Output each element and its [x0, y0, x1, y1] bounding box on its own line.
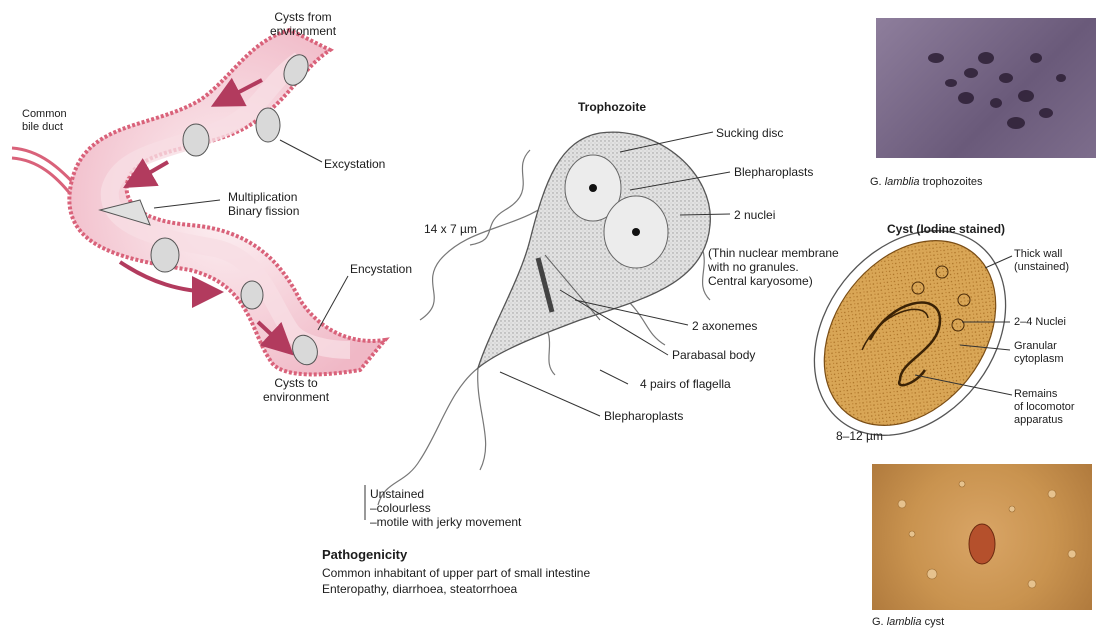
cyst-title: Cyst (Iodine stained): [887, 222, 1005, 236]
axonemes-label: 2 axonemes: [692, 319, 757, 333]
cyst-micrograph: [872, 464, 1092, 610]
sucking-disc-label: Sucking disc: [716, 126, 783, 140]
trophozoite-illustration: [365, 132, 730, 520]
parabasal-body-label: Parabasal body: [672, 348, 755, 362]
pathogenicity-heading: Pathogenicity: [322, 548, 590, 562]
pathogenicity-line: Common inhabitant of upper part of small…: [322, 566, 590, 580]
trophozoites-caption: G. lamblia trophozoites: [870, 176, 983, 189]
cyst-nuclei-label: 2–4 Nuclei: [1014, 316, 1066, 329]
unstained-label: Unstained–colourless–motile with jerky m…: [370, 487, 521, 529]
pathogenicity-line: Enteropathy, diarrhoea, steatorrhoea: [322, 582, 590, 596]
trophozoite-size-label: 14 x 7 µm: [424, 222, 477, 236]
cyst-size-label: 8–12 µm: [836, 429, 883, 443]
intestine-illustration: [12, 30, 385, 374]
cyst-caption: G. lamblia cyst: [872, 616, 944, 629]
flagella-label: 4 pairs of flagella: [640, 377, 731, 391]
encystation-label: Encystation: [350, 262, 412, 276]
thick-wall-label: Thick wall(unstained): [1014, 248, 1069, 274]
pathogenicity-block: Pathogenicity Common inhabitant of upper…: [322, 548, 590, 596]
trophozoites-micrograph: [876, 18, 1096, 158]
trophozoite-title: Trophozoite: [578, 100, 646, 114]
blepharoplasts-bottom-label: Blepharoplasts: [604, 409, 683, 423]
blepharoplasts-top-label: Blepharoplasts: [734, 165, 813, 179]
excystation-label: Excystation: [324, 157, 385, 171]
nuclei-label: 2 nuclei: [734, 208, 775, 222]
